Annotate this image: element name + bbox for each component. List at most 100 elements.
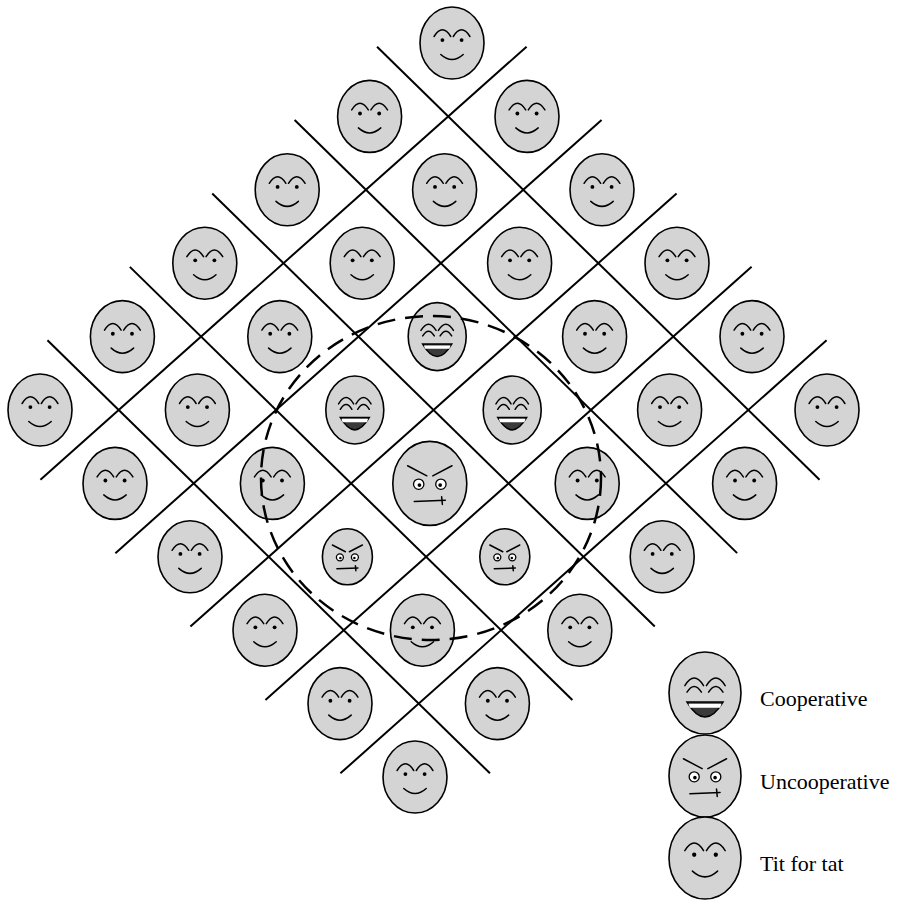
- eye: [515, 112, 519, 116]
- eye: [48, 405, 52, 409]
- eye: [535, 112, 539, 116]
- brow: [281, 323, 298, 330]
- teeth: [688, 704, 721, 708]
- face-outline: [483, 376, 541, 444]
- eye: [505, 699, 509, 703]
- eye: [815, 405, 819, 409]
- tit-for-tat-face: [465, 668, 529, 740]
- brow: [706, 678, 725, 686]
- eye: [430, 625, 434, 629]
- cooperative-face: [483, 376, 541, 444]
- face-outline: [408, 303, 466, 371]
- face-outline: [669, 735, 741, 817]
- eye: [752, 479, 756, 483]
- smile: [692, 871, 717, 877]
- face-outline: [233, 594, 297, 666]
- eye: [276, 185, 280, 189]
- tit-for-tat-face: [383, 741, 447, 813]
- face-outline: [713, 447, 777, 519]
- tit-for-tat-face: [255, 154, 319, 226]
- brow: [562, 617, 579, 624]
- eye: [423, 331, 435, 336]
- brow: [339, 398, 354, 404]
- legend-label: Tit for tat: [760, 851, 844, 877]
- eye: [273, 625, 277, 629]
- smile: [658, 422, 680, 427]
- eye: [670, 552, 674, 556]
- flat-mouth: [414, 500, 445, 501]
- smile: [583, 348, 605, 353]
- eye: [498, 405, 510, 410]
- face-outline: [720, 301, 784, 373]
- brow: [404, 617, 421, 624]
- eye: [460, 38, 464, 42]
- eye: [665, 258, 669, 262]
- eye: [377, 112, 381, 116]
- brow: [438, 324, 453, 330]
- legend-label: Uncooperative: [760, 769, 890, 795]
- eye: [123, 479, 127, 483]
- grid-line: [190, 193, 676, 626]
- brow: [288, 177, 305, 184]
- pupil: [497, 557, 500, 560]
- grid-lines: [40, 47, 826, 774]
- brow: [266, 617, 283, 624]
- brow: [659, 250, 676, 257]
- brow: [269, 177, 286, 184]
- face-outline: [795, 374, 859, 446]
- tit-for-tat-face: [240, 447, 304, 519]
- eye: [527, 258, 531, 262]
- eye: [111, 332, 115, 336]
- eye: [268, 332, 272, 336]
- brow: [344, 250, 361, 257]
- tit-for-tat-face: [570, 154, 634, 226]
- brow: [479, 690, 496, 697]
- eye: [414, 479, 424, 489]
- smile: [254, 642, 276, 647]
- tit-for-tat-face: [548, 594, 612, 666]
- brow: [685, 843, 704, 851]
- brow: [809, 397, 826, 404]
- brow: [104, 323, 121, 330]
- face-outline: [390, 594, 454, 666]
- smile: [576, 495, 598, 500]
- flat-mouth: [494, 567, 515, 569]
- tit-for-tat-face: [390, 594, 454, 666]
- eye: [692, 853, 696, 857]
- eye: [358, 405, 370, 410]
- cooperative-face: [669, 652, 741, 734]
- brow: [262, 323, 279, 330]
- smile: [261, 495, 283, 500]
- eye: [423, 772, 427, 776]
- smile: [591, 201, 613, 206]
- eye: [568, 625, 572, 629]
- teeth: [424, 345, 451, 348]
- teeth: [341, 419, 368, 422]
- brow: [199, 397, 216, 404]
- eye: [509, 554, 516, 561]
- face-outline: [555, 447, 619, 519]
- tit-for-tat-face: [158, 521, 222, 593]
- brow: [352, 103, 369, 110]
- face-outline: [322, 529, 372, 585]
- brow: [434, 30, 451, 37]
- brow: [416, 764, 433, 771]
- brow: [427, 177, 444, 184]
- tit-for-tat-face: [330, 227, 394, 299]
- brow: [179, 397, 196, 404]
- face-outline: [255, 154, 319, 226]
- brow: [746, 470, 763, 477]
- face-outline: [495, 80, 559, 152]
- face-outline: [83, 447, 147, 519]
- brow: [685, 678, 704, 686]
- smile: [666, 275, 688, 280]
- brow: [453, 30, 470, 37]
- brow: [652, 397, 669, 404]
- face-outline: [383, 741, 447, 813]
- eye: [28, 405, 32, 409]
- brow: [584, 177, 601, 184]
- mouth-tick: [355, 566, 357, 571]
- uncooperative-face: [322, 529, 372, 585]
- face-outline: [563, 301, 627, 373]
- eye: [508, 258, 512, 262]
